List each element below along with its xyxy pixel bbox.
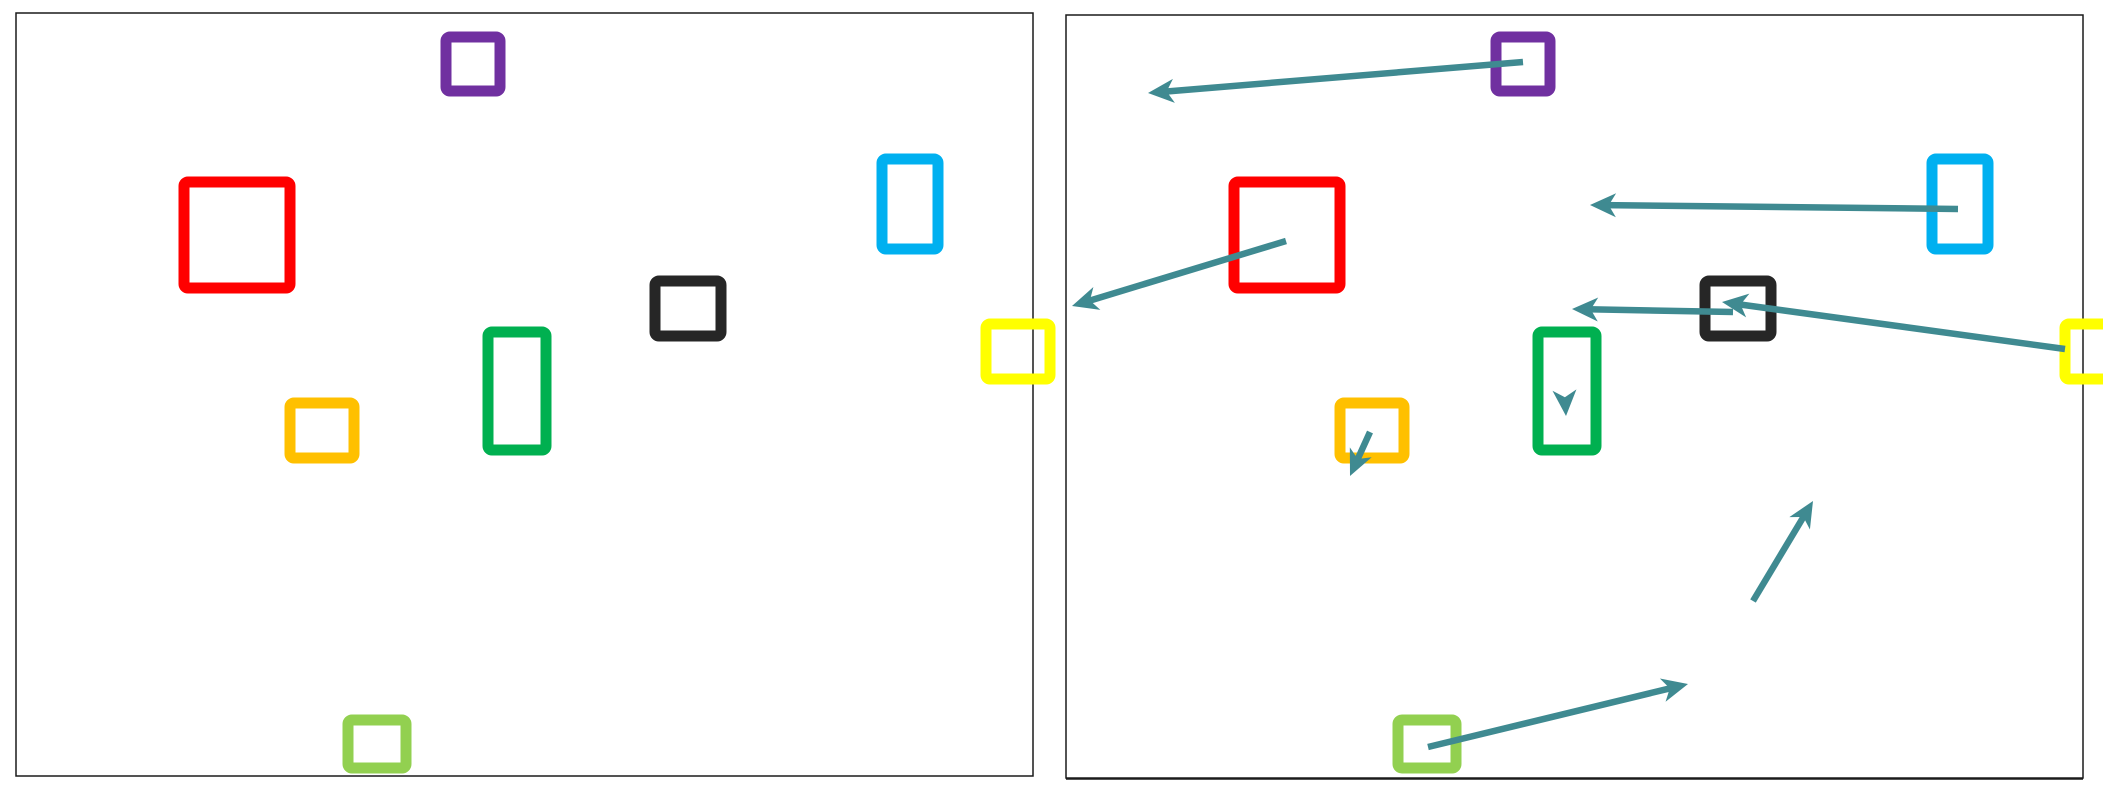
before-orange-box	[284, 397, 360, 464]
after-blue-box	[1926, 153, 1994, 255]
before-panel-frame	[15, 12, 1034, 777]
light-green-motion-arrow	[1427, 678, 1688, 751]
purple-motion-head	[1148, 78, 1175, 103]
free-motion-head	[1789, 501, 1813, 530]
black-motion-head	[1572, 297, 1599, 322]
yellow-motion-shaft	[1737, 300, 2066, 353]
orange-motion-shaft	[1353, 430, 1373, 464]
orange-motion-head	[1349, 447, 1372, 476]
light-green-motion-head	[1659, 678, 1688, 702]
red-motion-arrow	[1072, 237, 1287, 310]
before-panel	[15, 12, 1056, 777]
before-blue-box	[876, 153, 944, 255]
purple-motion-shaft	[1163, 58, 1524, 95]
yellow-motion-head	[1722, 293, 1750, 318]
free-motion-arrow	[1750, 501, 1813, 603]
after-orange-box	[1334, 397, 1410, 464]
before-yellow-box	[980, 318, 1056, 385]
before-red-box	[178, 176, 296, 294]
green-motion-head	[1552, 389, 1577, 416]
after-green-box	[1532, 326, 1602, 456]
before-black-box	[649, 275, 727, 342]
after-light-green-box	[1392, 714, 1462, 774]
free-motion-shaft	[1750, 512, 1808, 603]
before-light-green-box	[342, 714, 412, 774]
after-red-box	[1228, 176, 1346, 294]
before-green-box	[482, 326, 552, 456]
light-green-motion-shaft	[1427, 684, 1674, 751]
before-purple-box	[440, 31, 506, 97]
blue-motion-shaft	[1605, 201, 1959, 213]
after-panel	[1065, 14, 2103, 780]
after-yellow-box	[2059, 318, 2103, 385]
orange-motion-arrow	[1349, 430, 1373, 476]
blue-motion-arrow	[1590, 193, 1959, 218]
red-motion-shaft	[1085, 237, 1287, 305]
after-panel-frame	[1065, 14, 2084, 779]
black-motion-shaft	[1587, 306, 1734, 316]
green-motion-arrow	[1552, 389, 1577, 416]
blue-motion-head	[1590, 193, 1617, 218]
yellow-motion-arrow	[1722, 293, 2066, 353]
red-motion-head	[1072, 286, 1101, 310]
purple-motion-arrow	[1148, 58, 1524, 103]
black-motion-arrow	[1572, 297, 1734, 322]
